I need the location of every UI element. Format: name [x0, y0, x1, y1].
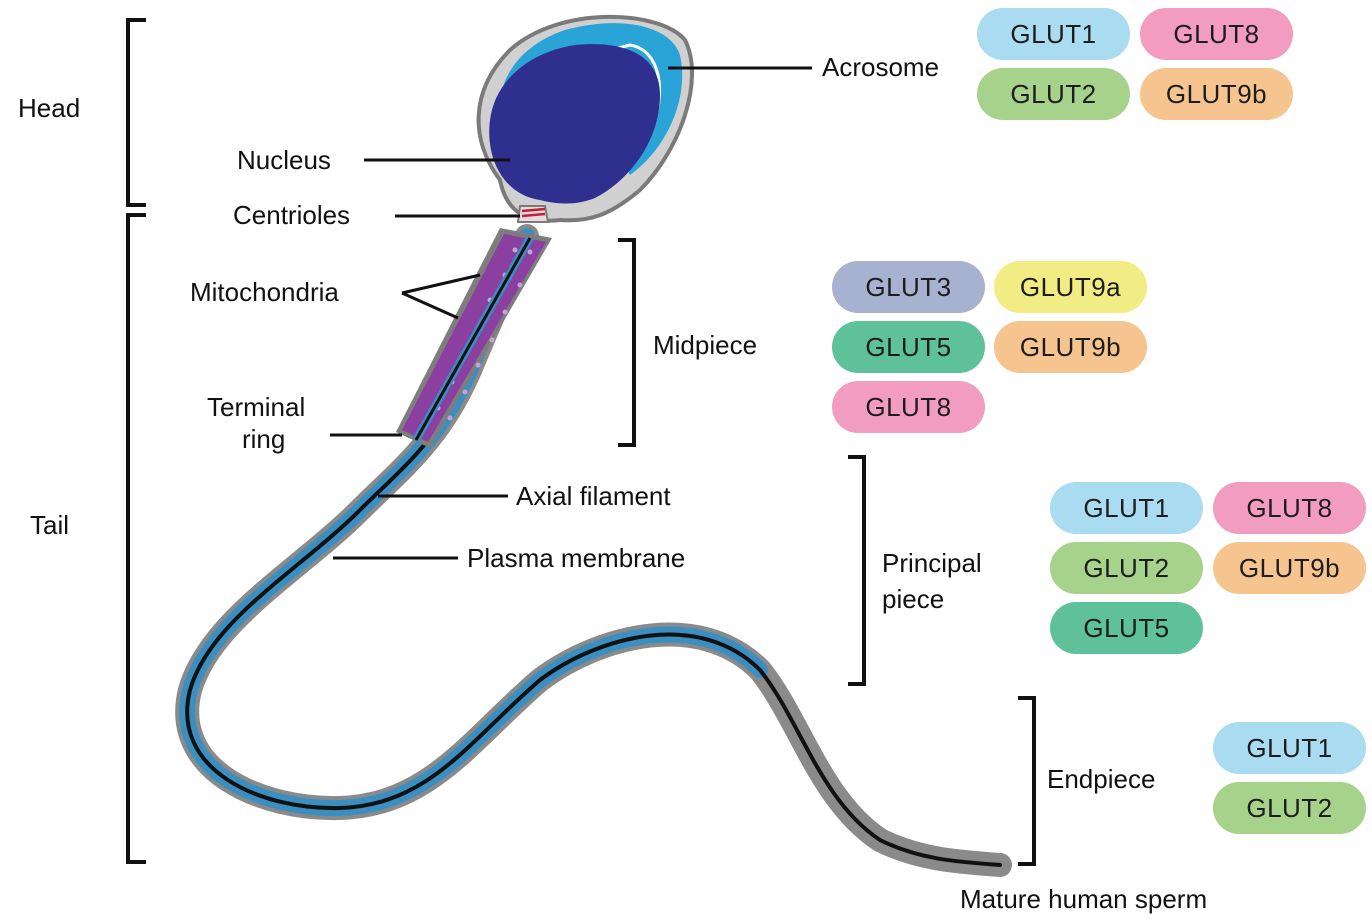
principal-piece-label-line1: Principal — [882, 548, 982, 578]
principal-bracket — [848, 457, 864, 684]
tail-bracket — [128, 215, 146, 862]
head-bracket — [128, 20, 146, 205]
terminal-ring-label-line1: Terminal — [207, 392, 305, 422]
principal-piece-label-line2: piece — [882, 584, 944, 614]
midpiece-body — [396, 228, 552, 448]
caption: Mature human sperm — [960, 884, 1207, 914]
head-label: Head — [18, 93, 80, 123]
glut-badge-principal-glut8: GLUT8 — [1213, 482, 1366, 534]
glut-badge-principal-glut5: GLUT5 — [1050, 602, 1203, 654]
midpiece-bracket — [618, 240, 634, 445]
centrioles-label: Centrioles — [233, 200, 350, 230]
glut-badge-midpiece-glut9a: GLUT9a — [994, 261, 1147, 313]
glut-badge-head-glut8: GLUT8 — [1140, 8, 1293, 60]
tail-label: Tail — [30, 510, 69, 540]
glut-badge-head-glut2: GLUT2 — [977, 68, 1130, 120]
acrosome-label: Acrosome — [822, 52, 939, 82]
glut-badge-endpiece-glut2: GLUT2 — [1213, 782, 1366, 834]
axial-filament-label: Axial filament — [516, 481, 671, 511]
endpiece-bracket — [1018, 698, 1034, 864]
glut-badge-head-glut9b: GLUT9b — [1140, 68, 1293, 120]
plasma-membrane-label: Plasma membrane — [467, 543, 685, 573]
endpiece-label: Endpiece — [1047, 764, 1155, 794]
glut-badge-midpiece-glut8: GLUT8 — [832, 381, 985, 433]
glut-badge-principal-glut9b: GLUT9b — [1213, 542, 1366, 594]
glut-badge-head-glut1: GLUT1 — [977, 8, 1130, 60]
glut-badge-midpiece-glut3: GLUT3 — [832, 261, 985, 313]
nucleus-label: Nucleus — [237, 145, 331, 175]
midpiece-label: Midpiece — [653, 330, 757, 360]
sperm-head — [479, 17, 692, 222]
mitochondria-label: Mitochondria — [190, 277, 339, 307]
glut-badge-principal-glut1: GLUT1 — [1050, 482, 1203, 534]
terminal-ring-label-line2: ring — [242, 424, 285, 454]
glut-badge-principal-glut2: GLUT2 — [1050, 542, 1203, 594]
glut-badge-midpiece-glut5: GLUT5 — [832, 321, 985, 373]
glut-badge-midpiece-glut9b: GLUT9b — [994, 321, 1147, 373]
glut-badge-endpiece-glut1: GLUT1 — [1213, 722, 1366, 774]
